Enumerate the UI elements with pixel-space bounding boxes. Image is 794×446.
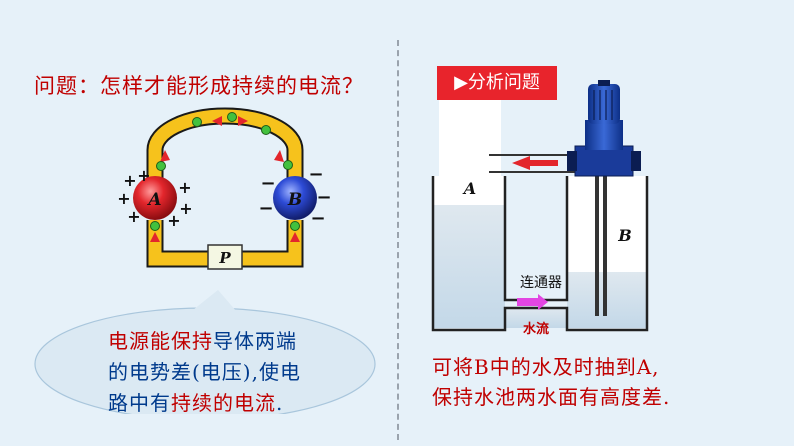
connector-flow-icon <box>517 294 548 310</box>
plus-sign: + <box>123 171 136 190</box>
tank-a-label: A <box>462 179 476 198</box>
minus-sign: − <box>308 164 323 185</box>
bubble-line1-rest: 导体两端 <box>213 329 297 353</box>
box-p-label: P <box>218 249 231 267</box>
pump-body <box>574 145 634 177</box>
minus-sign: − <box>260 173 275 194</box>
bubble-line3-highlight: 持续的电流 <box>171 391 276 415</box>
bubble-line1-highlight: 电源能保持 <box>108 329 213 353</box>
connector-pipe <box>505 308 567 328</box>
plus-sign: + <box>178 178 191 197</box>
minus-sign: − <box>258 198 273 219</box>
plus-sign: + <box>117 189 130 208</box>
speech-bubble <box>34 290 376 414</box>
analysis-tag: ▶分析问题 <box>437 66 557 100</box>
bubble-line2: 的电势差(电压),使电 <box>108 360 301 384</box>
circuit-diagram: P A B + + + + + + + − − − − − <box>117 107 332 270</box>
flow-label: 水流 <box>523 321 549 337</box>
flow-arrow-icon <box>512 156 558 170</box>
current-arrow-icon <box>150 116 300 242</box>
bubble-text: 电源能保持导体两端 的电势差(电压),使电 路中有持续的电流. <box>108 326 378 419</box>
plus-sign: + <box>179 199 192 218</box>
connector-label: 连通器 <box>520 275 562 291</box>
bubble-line3-end: . <box>276 391 284 415</box>
bubble-line3-start: 路中有 <box>108 391 171 415</box>
question-text: 问题：怎样才能形成持续的电流？ <box>34 74 364 98</box>
sphere-a <box>133 176 177 220</box>
pump-motor <box>588 84 620 124</box>
plus-sign: + <box>127 207 140 226</box>
right-caption: 可将B中的水及时抽到A, 保持水池两水面有高度差. <box>432 352 772 412</box>
vertical-divider <box>397 40 399 440</box>
charge-dot-icon <box>150 112 300 231</box>
box-p <box>207 244 243 270</box>
sphere-b <box>273 176 317 220</box>
plus-sign: + <box>167 211 180 230</box>
minus-sign: − <box>316 187 331 208</box>
right-caption-line1: 可将B中的水及时抽到A, <box>432 355 660 379</box>
tank-diagram: A B 连通器 水流 <box>431 80 649 337</box>
tank-b-label: B <box>617 226 632 245</box>
sphere-b-label: B <box>287 190 302 210</box>
sphere-a-label: A <box>146 190 161 210</box>
right-caption-line2: 保持水池两水面有高度差. <box>432 385 671 409</box>
plus-sign: + <box>137 166 150 185</box>
minus-sign: − <box>310 208 325 229</box>
